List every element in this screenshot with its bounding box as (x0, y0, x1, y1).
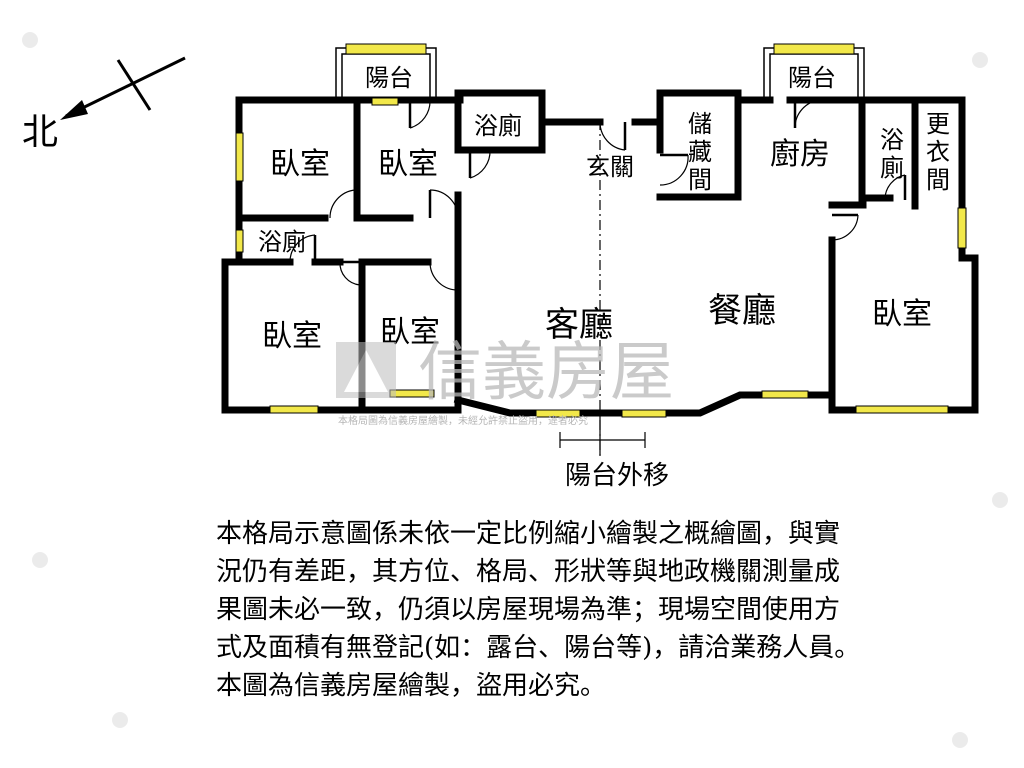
disclaimer-line: 況仍有差距，其方位、格局、形狀等與地政機關測量成 (216, 557, 841, 587)
compass: 北 (22, 56, 186, 153)
watermark-logo-icon (336, 342, 396, 398)
annotation-balcony-moved: 陽台外移 (565, 461, 669, 491)
doors (289, 99, 907, 291)
label-bedroom-bottom-1: 臥室 (262, 319, 322, 354)
label-bedroom-top-2: 臥室 (378, 147, 438, 182)
label-entrance: 玄關 (586, 153, 634, 181)
label-closet-3: 間 (926, 166, 950, 194)
watermark-small-text: 本格局圖為信義房屋繪製，未經允許禁止盜用，違者必究 (338, 414, 588, 427)
label-bedroom-top-1: 臥室 (270, 147, 330, 182)
disclaimer-line: 本圖為信義房屋繪製，盜用必究。 (216, 671, 607, 701)
disclaimer: 本格局示意圖係未依一定比例縮小繪製之概繪圖，與實 況仍有差距，其方位、格局、形狀… (216, 515, 1006, 705)
label-dining-room: 餐廳 (708, 291, 776, 331)
watermark: 信義房屋 本格局圖為信義房屋繪製，未經允許禁止盜用，違者必究 (336, 336, 674, 427)
balcony-moved-annotation: 陽台外移 (559, 413, 669, 491)
disclaimer-line: 式及面積有無登記(如：露台、陽台等)，請洽業務人員。 (216, 633, 861, 663)
label-balcony-left: 陽台 (365, 64, 413, 92)
label-bath-top: 浴廁 (474, 112, 522, 140)
room-labels: 陽台 陽台 臥室 臥室 浴廁 浴廁 玄關 儲 藏 間 廚房 浴 廁 更 衣 間 … (258, 64, 950, 354)
label-closet-2: 衣 (926, 138, 950, 166)
label-closet-1: 更 (926, 110, 950, 138)
label-bath-left: 浴廁 (258, 228, 306, 256)
label-storage-2: 藏 (688, 138, 712, 166)
background-watermark-pattern (22, 32, 1008, 748)
label-storage-3: 間 (688, 166, 712, 194)
label-bath-right-2: 廁 (880, 154, 904, 182)
watermark-brand: 信義房屋 (418, 336, 674, 410)
disclaimer-line: 果圖未必一致，仍須以房屋現場為準；現場空間使用方 (216, 595, 841, 625)
label-bedroom-right: 臥室 (872, 297, 932, 332)
label-storage-1: 儲 (688, 110, 712, 138)
label-kitchen: 廚房 (770, 137, 830, 172)
windows (235, 43, 967, 418)
label-bath-right-1: 浴 (880, 126, 904, 154)
label-balcony-right: 陽台 (788, 64, 836, 92)
disclaimer-line: 本格局示意圖係未依一定比例縮小繪製之概繪圖，與實 (216, 519, 841, 549)
label-living-room: 客廳 (545, 305, 613, 345)
north-label: 北 (22, 112, 58, 153)
